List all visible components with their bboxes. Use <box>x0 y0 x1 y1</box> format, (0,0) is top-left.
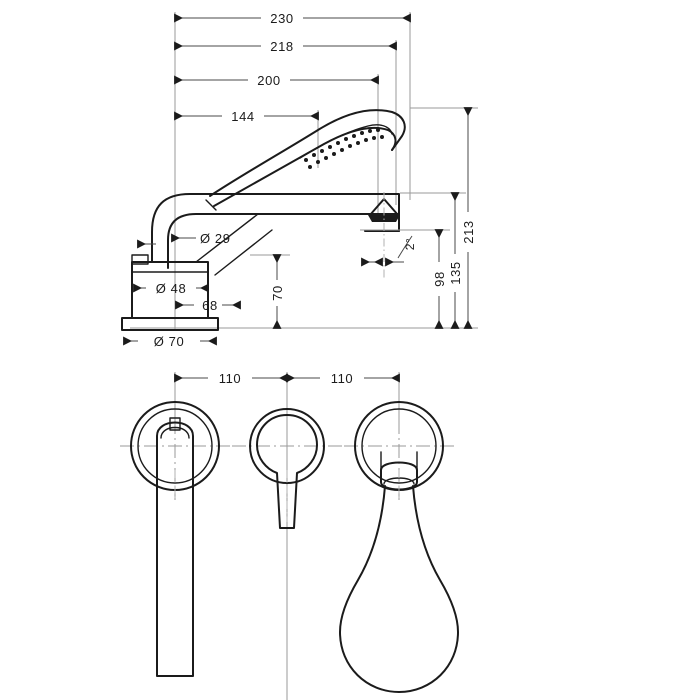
dimension-200-label: 200 <box>257 73 281 88</box>
elevation-diameter-dimensions: Ø 29 Ø 48 68 Ø 70 <box>123 231 241 349</box>
dimension-230: 230 <box>174 11 411 26</box>
dimension-230-label: 230 <box>270 11 294 26</box>
dimension-diameter-48-label: Ø 48 <box>156 281 187 296</box>
dimension-70-vertical-label: 70 <box>270 285 285 301</box>
dimension-135: 135 <box>448 192 463 329</box>
dimension-98: 98 <box>432 229 447 329</box>
dimension-144-label: 144 <box>231 109 255 124</box>
dimension-diameter-29-label: Ø 29 <box>200 231 231 246</box>
elevation-extension-lines <box>130 12 478 330</box>
dimension-diameter-29: Ø 29 <box>171 231 231 246</box>
dimension-135-label: 135 <box>448 261 463 285</box>
dimension-diameter-48: Ø 48 <box>133 281 209 296</box>
dimension-68-label: 68 <box>202 298 218 313</box>
dimension-213-label: 213 <box>461 220 476 244</box>
plan-component-handshower <box>339 396 459 693</box>
dimension-200: 200 <box>174 73 379 88</box>
dimension-218: 218 <box>174 39 397 54</box>
plan-component-handle <box>232 396 344 529</box>
dimension-68: 68 <box>175 298 241 313</box>
handshower-spray-face <box>304 128 384 169</box>
dimension-218-label: 218 <box>270 39 294 54</box>
angle-callout-2deg: 2° <box>360 192 430 280</box>
plan-horizontal-dimensions: 110 110 <box>174 371 400 386</box>
dimension-diameter-70-label: Ø 70 <box>154 334 185 349</box>
dimension-144: 144 <box>174 109 319 124</box>
dimension-98-label: 98 <box>432 271 447 287</box>
elevation-spout-assembly <box>121 193 400 331</box>
dimension-110-right-label: 110 <box>331 371 354 386</box>
dimension-110-left: 110 <box>174 371 288 386</box>
elevation-horizontal-dimensions: 230 218 200 144 <box>174 11 411 124</box>
dimension-110-left-label: 110 <box>219 371 242 386</box>
dimension-213: 213 <box>461 107 476 329</box>
angle-2deg-label: 2° <box>403 238 417 250</box>
elevation-vertical-dimensions: 213 135 98 70 <box>270 107 476 329</box>
dimension-70-vertical: 70 <box>270 254 285 329</box>
dimension-diameter-70: Ø 70 <box>123 334 217 349</box>
dimension-110-right: 110 <box>286 371 400 386</box>
elevation-handshower <box>205 109 406 211</box>
plan-component-spout <box>120 396 232 677</box>
